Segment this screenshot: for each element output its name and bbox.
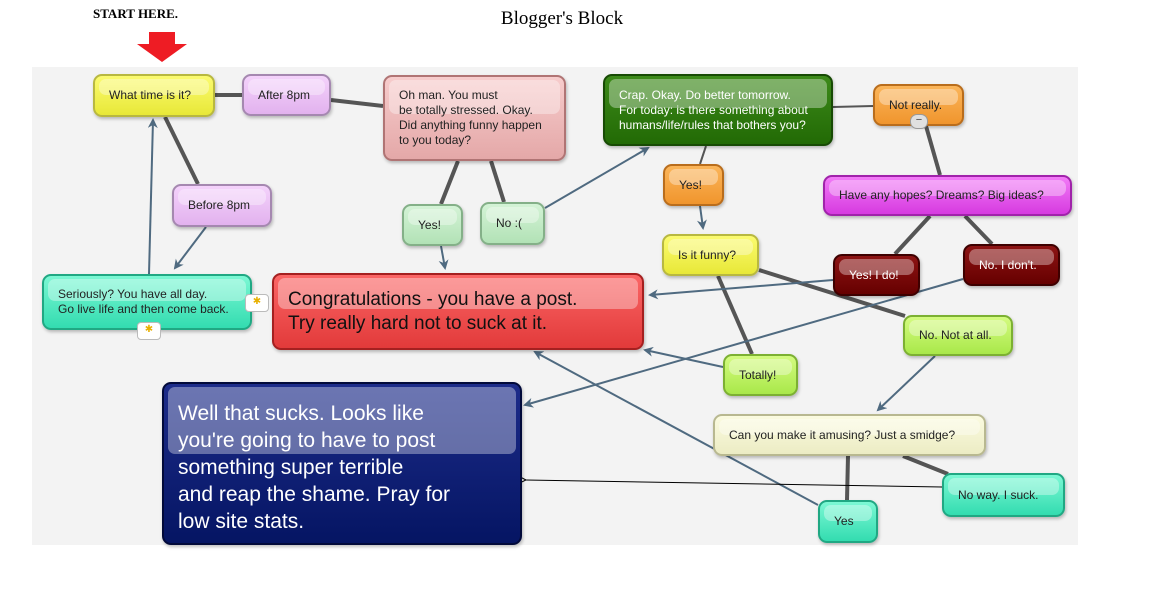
add-comment-icon[interactable]: ✱ — [245, 294, 269, 312]
node-label: Is it funny? — [678, 247, 737, 262]
node-label: No. I don't. — [979, 257, 1037, 272]
connector — [963, 214, 994, 246]
node-label: What time is it? — [109, 88, 192, 102]
node-before-8pm[interactable]: Before 8pm — [172, 184, 272, 227]
arrow — [173, 226, 207, 270]
node-congrats[interactable]: Congratulations - you have a post. Try r… — [272, 273, 644, 350]
node-oh-man[interactable]: Oh man. You must be totally stressed. Ok… — [383, 75, 566, 161]
connector — [163, 116, 200, 185]
node-after-8pm[interactable]: After 8pm — [242, 74, 331, 116]
node-label: No :( — [496, 216, 523, 230]
arrow — [643, 346, 724, 368]
connector — [758, 268, 906, 318]
node-label: Yes! — [418, 217, 441, 232]
node-label: Well that sucks. Looks like you're going… — [178, 402, 450, 533]
node-label: Have any hopes? Dreams? Big ideas? — [839, 188, 1044, 202]
node-amusing[interactable]: Can you make it amusing? Just a smidge? — [713, 414, 986, 456]
node-label: Before 8pm — [188, 198, 251, 212]
node-label: Not really. — [889, 97, 943, 112]
arrow — [147, 118, 158, 275]
node-label: Crap. Okay. Do better tomorrow. For toda… — [619, 87, 808, 132]
connector — [832, 105, 874, 108]
node-no-sad[interactable]: No :( — [480, 202, 545, 245]
node-not-really[interactable]: Not really. — [873, 84, 964, 126]
node-label: Totally! — [739, 367, 777, 382]
node-yes-funny[interactable]: Yes! — [402, 204, 463, 246]
node-crap[interactable]: Crap. Okay. Do better tomorrow. For toda… — [603, 74, 833, 146]
node-hopes[interactable]: Have any hopes? Dreams? Big ideas? — [823, 175, 1072, 216]
diagram-title: Blogger's Block — [500, 8, 624, 29]
arrow — [876, 355, 936, 412]
connector — [330, 98, 384, 108]
node-yes-i-do[interactable]: Yes! I do! — [833, 254, 920, 296]
node-label: Yes! I do! — [849, 267, 899, 282]
node-label: Congratulations - you have a post. Try r… — [288, 288, 578, 334]
start-here-label: START HERE. — [93, 6, 179, 21]
node-no-i-dont[interactable]: No. I don't. — [963, 244, 1060, 286]
node-seriously[interactable]: Seriously? You have all day. Go live lif… — [42, 274, 252, 330]
node-label: After 8pm — [258, 87, 311, 102]
arrow — [533, 351, 819, 506]
connector — [902, 454, 949, 476]
add-comment-icon[interactable]: ✱ — [137, 322, 161, 340]
node-not-at-all[interactable]: No. Not at all. — [903, 315, 1013, 356]
connector — [699, 145, 707, 165]
node-no-way[interactable]: No way. I suck. — [942, 473, 1065, 517]
arrow — [696, 205, 707, 230]
node-label: No way. I suck. — [958, 487, 1039, 502]
connector — [924, 125, 942, 176]
node-label: Can you make it amusing? Just a smidge? — [729, 427, 956, 442]
collapse-icon[interactable]: − — [910, 114, 928, 129]
node-sucks[interactable]: Well that sucks. Looks like you're going… — [162, 382, 522, 545]
node-what-time[interactable]: What time is it? — [93, 74, 215, 117]
node-is-funny[interactable]: Is it funny? — [662, 234, 759, 276]
node-label: Yes — [834, 514, 854, 528]
connector — [489, 160, 506, 203]
node-totally[interactable]: Totally! — [723, 354, 798, 396]
start-arrow-icon — [137, 32, 187, 62]
node-yes-amusing[interactable]: Yes — [818, 500, 878, 543]
node-label: Yes! — [679, 177, 702, 192]
node-label: No. Not at all. — [919, 328, 992, 342]
connector — [893, 214, 932, 256]
node-yes-bothers[interactable]: Yes! — [663, 164, 724, 206]
node-label: Seriously? You have all day. Go live lif… — [58, 287, 229, 316]
arrow — [544, 146, 650, 209]
arrow — [648, 279, 834, 300]
arrow — [523, 278, 964, 408]
connector — [439, 160, 460, 205]
arrow — [438, 245, 449, 270]
node-label: Oh man. You must be totally stressed. Ok… — [399, 88, 542, 147]
connector — [845, 455, 850, 501]
arrow — [526, 480, 943, 488]
